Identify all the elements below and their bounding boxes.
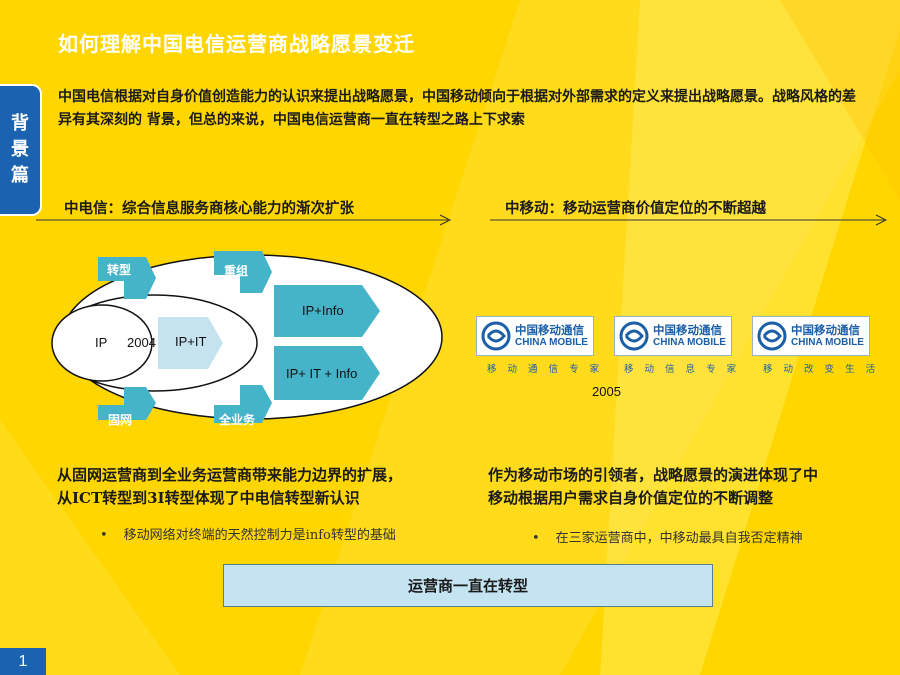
left-caption-line-2: 从ICT转型到3I转型体现了中电信转型新认识 — [57, 489, 360, 507]
china-mobile-logo: 中国移动通信 CHINA MOBILE — [476, 316, 594, 356]
slogan-1: 移 动 通 信 专 家 — [487, 364, 604, 375]
full-service-tag-label: 全业务 — [219, 413, 256, 427]
logo-cn-text: 中国移动通信 — [791, 322, 860, 337]
logo-cn-text: 中国移动通信 — [653, 322, 722, 337]
intro-paragraph: 中国电信根据对自身价值创造能力的认识来提出战略愿景，中国移动倾向于根据对外部需求… — [58, 89, 856, 128]
year-2004-label: 2004 — [127, 335, 156, 350]
right-heading-arrowhead — [875, 214, 888, 226]
logo-en-text: CHINA MOBILE — [653, 336, 726, 348]
right-caption-line-1: 作为移动市场的引领者，战略愿景的演进体现了中 — [488, 466, 819, 484]
transform-tag-label: 转型 — [107, 263, 132, 277]
logo-en-text: CHINA MOBILE — [515, 336, 588, 348]
year-2005-label: 2005 — [592, 384, 621, 399]
telecom-capability-diagram: IP 2004 IP+IT IP+Info IP+ IT + Info — [51, 251, 443, 423]
left-caption: 从固网运营商到全业务运营商带来能力边界的扩展， 从ICT转型到3I转型体现了中电… — [57, 464, 477, 510]
left-heading-arrowhead — [439, 214, 452, 226]
left-bullet: • 移动网络对终端的天然控制力是info转型的基础 — [100, 524, 396, 543]
ip-it-info-label: IP+ IT + Info — [286, 366, 357, 381]
china-mobile-icon — [619, 321, 649, 351]
ip-it-info-arrow-shape — [274, 346, 380, 400]
transform-tag-shape — [98, 257, 156, 299]
right-caption-line-2: 移动根据用户需求自身价值定位的不断调整 — [488, 489, 774, 507]
ip-label: IP — [95, 335, 107, 350]
left-bullet-text: 移动网络对终端的天然控制力是info转型的基础 — [123, 528, 396, 543]
restructure-tag-shape — [214, 251, 272, 293]
slogan-3: 移 动 改 变 生 活 — [763, 364, 880, 375]
page-number: 1 — [0, 648, 46, 675]
side-tab-char-1: 背 — [11, 113, 29, 134]
left-caption-line-1: 从固网运营商到全业务运营商带来能力边界的扩展， — [57, 466, 403, 484]
china-mobile-icon — [481, 321, 511, 351]
inner-ellipse — [51, 304, 153, 382]
china-mobile-logo: 中国移动通信 CHINA MOBILE — [614, 316, 732, 356]
logo-group-2: 中国移动通信 CHINA MOBILE — [614, 316, 732, 356]
bullet-dot-icon: • — [100, 528, 108, 543]
right-section-heading: 中移动：移动运营商价值定位的不断超越 — [505, 200, 766, 217]
fixed-tag-shape — [98, 387, 156, 420]
full-service-tag-shape — [214, 385, 272, 423]
logo-en-text: CHINA MOBILE — [791, 336, 864, 348]
china-mobile-icon — [757, 321, 787, 351]
slogan-2: 移 动 信 息 专 家 — [624, 364, 741, 375]
logo-cn-text: 中国移动通信 — [515, 322, 584, 337]
logo-group-1: 中国移动通信 CHINA MOBILE — [476, 316, 594, 356]
side-tab-background: 背 景 篇 — [0, 84, 42, 216]
fixed-tag-label: 固网 — [108, 413, 133, 427]
left-section-heading: 中电信：综合信息服务商核心能力的渐次扩张 — [64, 200, 354, 217]
side-tab-char-2: 景 — [11, 139, 29, 160]
side-tab-char-3: 篇 — [11, 165, 29, 186]
bullet-dot-icon: • — [532, 531, 540, 546]
conclusion-box: 运营商一直在转型 — [223, 564, 713, 607]
china-mobile-logo: 中国移动通信 CHINA MOBILE — [752, 316, 870, 356]
right-caption: 作为移动市场的引领者，战略愿景的演进体现了中 移动根据用户需求自身价值定位的不断… — [488, 464, 888, 510]
page-title: 如何理解中国电信运营商战略愿景变迁 — [58, 32, 415, 56]
logo-group-3: 中国移动通信 CHINA MOBILE — [752, 316, 870, 356]
section-arrows — [36, 214, 888, 226]
ip-it-arrow-shape — [158, 317, 223, 369]
right-bullet-text: 在三家运营商中，中移动最具自我否定精神 — [555, 531, 803, 546]
restructure-tag-label: 重组 — [224, 264, 249, 278]
ip-info-arrow-shape — [274, 285, 380, 337]
right-bullet: • 在三家运营商中，中移动最具自我否定精神 — [532, 527, 803, 546]
ip-it-label: IP+IT — [175, 334, 206, 349]
ip-info-label: IP+Info — [302, 303, 344, 318]
